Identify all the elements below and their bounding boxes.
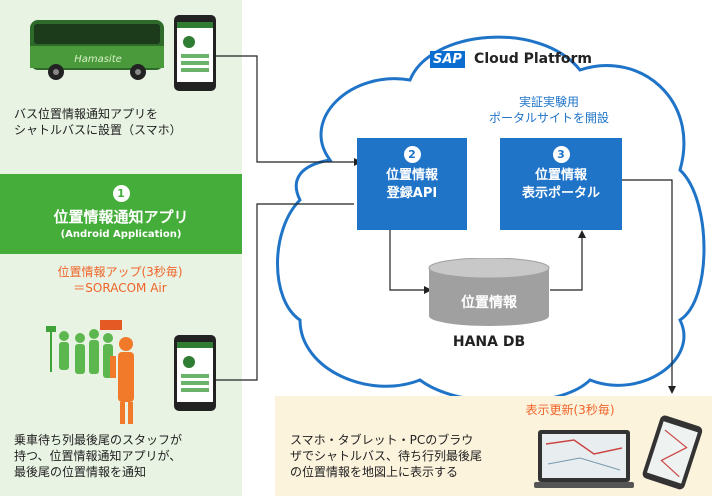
laptop-tablet-illustration bbox=[534, 415, 703, 490]
upload-line-1: 位置情報アップ(3秒毎) bbox=[57, 265, 183, 279]
display-panel bbox=[275, 396, 712, 496]
database-icon bbox=[428, 258, 550, 326]
smartphone-icon-2 bbox=[174, 335, 216, 411]
sap-cloud-platform-logo: SAP Cloud Platform bbox=[430, 48, 593, 68]
display-description: スマホ・タブレット・PCのブラウ ザでシャトルバス、待ち行列最後尾 の位置情報を… bbox=[290, 433, 483, 479]
registration-api-box: 2 位置情報 登録API bbox=[357, 138, 467, 230]
upload-line-2: ＝SORACOM Air bbox=[73, 281, 167, 295]
api-label: 位置情報 登録API bbox=[385, 168, 438, 201]
step-3-badge: 3 bbox=[552, 146, 570, 163]
portal-label: 位置情報 表示ポータル bbox=[521, 168, 600, 201]
update-label: 表示更新(3秒毎) bbox=[525, 403, 615, 417]
bus-illustration: Hamasite bbox=[30, 20, 164, 80]
app-band: 1 位置情報通知アプリ (Android Application) bbox=[0, 174, 242, 254]
sap-logo: SAP bbox=[430, 51, 465, 68]
staff-queue-illustration bbox=[46, 320, 134, 424]
staff-caption: 乗車待ち列最後尾のスタッフが 持つ、位置情報通知アプリが、 最後尾の位置情報を通… bbox=[14, 433, 183, 479]
step-1-badge: 1 bbox=[112, 185, 130, 202]
bus-caption: バス位置情報通知アプリを シャトルバスに設置（スマホ） bbox=[14, 107, 182, 137]
portal-note: 実証実験用 ポータルサイトを開設 bbox=[488, 95, 609, 125]
step-2-badge: 2 bbox=[403, 146, 421, 163]
db-content-label: 位置情報 bbox=[461, 295, 517, 311]
platform-name: Cloud Platform bbox=[474, 51, 593, 67]
db-name: HANA DB bbox=[452, 334, 526, 350]
bus-brand-text: Hamasite bbox=[74, 54, 122, 65]
display-portal-box: 3 位置情報 表示ポータル bbox=[500, 138, 622, 230]
app-subtitle: (Android Application) bbox=[60, 229, 182, 240]
smartphone-icon bbox=[174, 15, 216, 91]
upload-note: 位置情報アップ(3秒毎) ＝SORACOM Air bbox=[20, 264, 220, 296]
app-title: 位置情報通知アプリ bbox=[53, 208, 189, 226]
